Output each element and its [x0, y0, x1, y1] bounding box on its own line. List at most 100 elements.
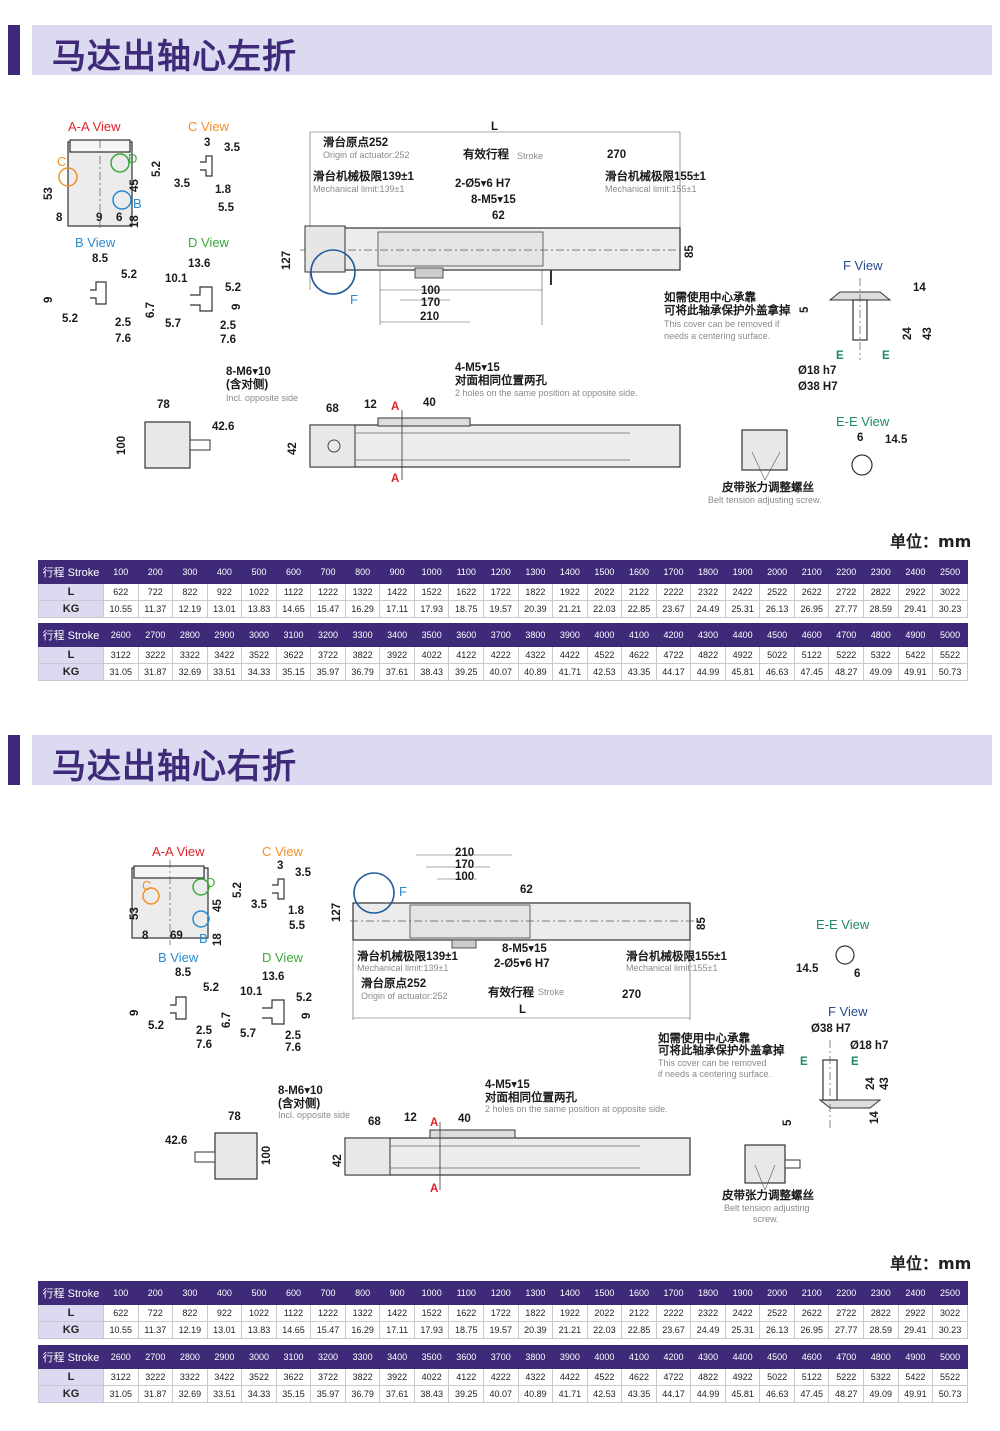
drawing-label-d-101: 10.1 — [165, 273, 188, 285]
l-cell: 1122 — [275, 583, 312, 601]
l-cell: 4022 — [413, 1368, 450, 1386]
drawing-label-d-9: 9 — [231, 303, 243, 310]
l-cell: 5522 — [932, 646, 968, 664]
l-cell: 3122 — [103, 1368, 139, 1386]
carriage-bracket — [414, 267, 444, 279]
drawing-label-f-d38: Ø38 H7 — [798, 381, 838, 393]
kg-cell: 26.13 — [759, 600, 795, 618]
stroke-cell: 1900 — [724, 1281, 761, 1305]
drawing-label-pin-holes: 2-Ø5▾6 H7 — [494, 958, 550, 970]
stroke-cell: 1600 — [621, 560, 657, 584]
drawing-label-d-57: 5.7 — [165, 318, 181, 330]
kg-cell: 14.65 — [275, 600, 312, 618]
stroke-cell: 3800 — [517, 1345, 554, 1369]
l-cell: 5322 — [863, 1368, 899, 1386]
drawing-label-top-127: 127 — [281, 250, 293, 270]
dimension-line — [754, 1164, 766, 1191]
drawing-label-c-55: 5.5 — [289, 920, 305, 932]
drawing-label-m5-side-en: 2 holes on the same position at opposite… — [455, 388, 638, 398]
section-1-header: 马达出轴心左折 — [32, 25, 992, 77]
drawing-label-top-100: 100 — [421, 285, 441, 297]
carriage-side-view — [429, 1129, 516, 1139]
drawing-label-m6-cn: (含对侧) — [226, 379, 269, 391]
stroke-cell: 1600 — [621, 1281, 657, 1305]
kg-cell: 33.51 — [206, 1385, 243, 1403]
kg-cell: 17.11 — [379, 1321, 415, 1339]
kg-cell: 34.33 — [241, 1385, 277, 1403]
kg-cell: 26.95 — [793, 1321, 830, 1339]
kg-cell: 48.27 — [828, 663, 865, 681]
l-cell: 2622 — [793, 1304, 830, 1322]
stroke-cell: 4700 — [828, 623, 865, 647]
drawing-label-aa-6: 6 — [116, 212, 123, 224]
stroke-cell: 3900 — [552, 1345, 588, 1369]
drawing-label-top-F: F — [399, 884, 407, 899]
drawing-label-m5-side: 4-M5▾15 — [485, 1079, 530, 1091]
stroke-cell: 2000 — [759, 1281, 795, 1305]
end-view-housing — [144, 421, 191, 469]
stroke-cell: 3000 — [241, 623, 277, 647]
section-1-unit-label: 单位：mm — [890, 532, 972, 551]
l-cell: 2922 — [897, 583, 934, 601]
ee-shaft-section — [851, 454, 873, 476]
kg-cell: 22.03 — [586, 600, 623, 618]
d-view-slot-profile — [190, 286, 213, 312]
kg-cell: 22.85 — [621, 600, 657, 618]
kg-cell: 23.67 — [655, 600, 692, 618]
kg-cell: 20.39 — [517, 600, 554, 618]
stroke-cell: 4000 — [586, 623, 623, 647]
kg-cell: 40.07 — [483, 1385, 519, 1403]
kg-cell: 21.21 — [552, 1321, 588, 1339]
kg-cell: 38.43 — [413, 1385, 450, 1403]
drawing-label-b-52a: 5.2 — [121, 269, 137, 281]
l-cell: 922 — [206, 583, 243, 601]
drawing-label-c-3: 3 — [277, 860, 284, 872]
motor-shaft-hole — [327, 439, 341, 453]
l-cell: 2222 — [655, 583, 692, 601]
drawing-label-aa-53: 53 — [43, 187, 55, 200]
drawing-label-b-85: 8.5 — [92, 253, 108, 265]
l-cell: 1222 — [310, 583, 346, 601]
kg-cell: 11.37 — [137, 600, 174, 618]
drawing-label-mech155-cn: 滑台机械极限155±1 — [626, 951, 727, 963]
stroke-cell: 3100 — [275, 623, 312, 647]
kg-cell: 32.69 — [172, 1385, 208, 1403]
drawing-label-belt-en: Belt tension adjusting screw. — [708, 495, 822, 505]
drawing-label-d-76: 7.6 — [220, 334, 236, 346]
l-cell: 1322 — [344, 1304, 381, 1322]
l-cell: 2022 — [586, 1304, 623, 1322]
drawing-label-b-76: 7.6 — [115, 333, 131, 345]
kg-cell: 46.63 — [759, 663, 795, 681]
kg-cell: 47.45 — [793, 663, 830, 681]
kg-cell: 43.35 — [621, 1385, 657, 1403]
drawing-label-b-9: 9 — [43, 296, 55, 303]
motor-mount-plate — [309, 424, 356, 468]
stroke-cell: 3300 — [344, 623, 381, 647]
stroke-cell: 2500 — [932, 560, 968, 584]
drawing-label-note-en2: if needs a centering surface. — [658, 1069, 772, 1079]
drawing-label-f-14: 14 — [869, 1111, 881, 1124]
stroke-cell: 4300 — [690, 1345, 726, 1369]
l-cell: 722 — [137, 583, 174, 601]
stroke-cell: 2300 — [863, 1281, 899, 1305]
stroke-cell: 2700 — [137, 1345, 174, 1369]
drawing-label-f-5: 5 — [782, 1119, 794, 1126]
stroke-cell: 2400 — [897, 560, 934, 584]
l-cell: 1622 — [448, 583, 485, 601]
stroke-cell: 3200 — [310, 1345, 346, 1369]
kg-cell: 48.27 — [828, 1385, 865, 1403]
drawing-label-origin-en: Origin of actuator:252 — [323, 150, 410, 160]
kg-cell: 26.13 — [759, 1321, 795, 1339]
kg-cell: 45.81 — [724, 663, 761, 681]
section-2-header: 马达出轴心右折 — [32, 735, 992, 787]
drawing-label-aa-8: 8 — [56, 212, 63, 224]
motor-mount-plate — [344, 1137, 391, 1176]
f-detail-circle — [353, 872, 395, 914]
kg-cell: 45.81 — [724, 1385, 761, 1403]
drawing-label-d-title: D View — [262, 950, 303, 965]
drawing-label-note-cn2: 可将此轴承保护外盖拿掉 — [664, 305, 791, 317]
drawing-label-d-title: D View — [188, 235, 229, 250]
kg-cell: 20.39 — [517, 1321, 554, 1339]
stroke-cell: 200 — [137, 1281, 174, 1305]
